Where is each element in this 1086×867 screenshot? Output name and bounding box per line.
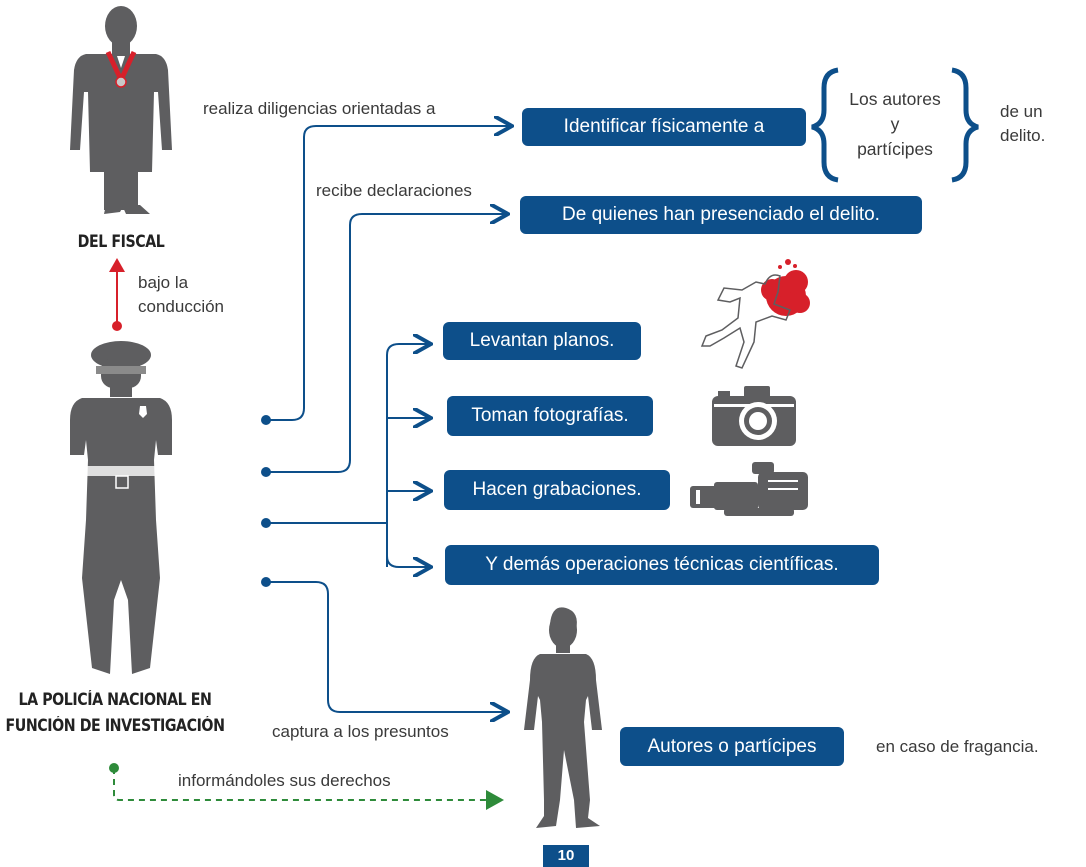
conduction-label-line1: bajo la: [138, 273, 189, 292]
suspect-silhouette: [524, 607, 602, 828]
box-identificar: Identificar físicamente a: [522, 108, 806, 146]
box-quienes: De quienes han presenciado el delito.: [520, 196, 922, 234]
edge-label-declaraciones: recibe declaraciones: [316, 181, 472, 200]
police-label-line2: FUNCIÓN DE INVESTIGACIÓN: [5, 716, 225, 735]
connector-captura: [266, 581, 506, 712]
connector-diligencias: [266, 126, 510, 421]
rights-arrow: [109, 763, 504, 810]
police-label-line1: LA POLICÍA NACIONAL EN: [18, 690, 212, 709]
edge-label-captura: captura a los presuntos: [272, 722, 449, 741]
brace-text-line2: y: [890, 114, 900, 134]
box-grabaciones: Hacen grabaciones.: [444, 470, 670, 510]
page-number: 10: [557, 847, 575, 864]
right-brace: [951, 67, 979, 183]
edge-label-diligencias: realiza diligencias orientadas a: [203, 99, 436, 118]
brace-text-line1: Los autores: [849, 89, 941, 109]
video-camera-icon: [690, 462, 808, 516]
box-fotografias: Toman fotografías.: [447, 396, 653, 436]
box-operaciones: Y demás operaciones técnicas científicas…: [445, 545, 879, 585]
conduction-label-line2: conducción: [138, 297, 225, 316]
page-number-tab: [543, 845, 589, 867]
delito-text-line1: de un: [1000, 102, 1043, 121]
brace-text-line3: partícipes: [857, 139, 933, 159]
fiscal-silhouette: [70, 6, 172, 214]
connector-declaraciones: [266, 214, 506, 473]
conduction-arrow: [109, 258, 125, 331]
camera-icon: [712, 386, 796, 446]
left-brace: [811, 67, 839, 183]
fiscal-label: DEL FISCAL: [77, 232, 165, 251]
fragancia-text: en caso de fragancia.: [876, 737, 1039, 756]
edge-label-derechos: informándoles sus derechos: [178, 771, 391, 790]
crime-scene-outline-icon: [700, 259, 810, 369]
box-autores: Autores o partícipes: [620, 727, 844, 766]
delito-text-line2: delito.: [1000, 126, 1046, 145]
box-planos: Levantan planos.: [443, 322, 641, 360]
police-silhouette: [70, 341, 172, 674]
